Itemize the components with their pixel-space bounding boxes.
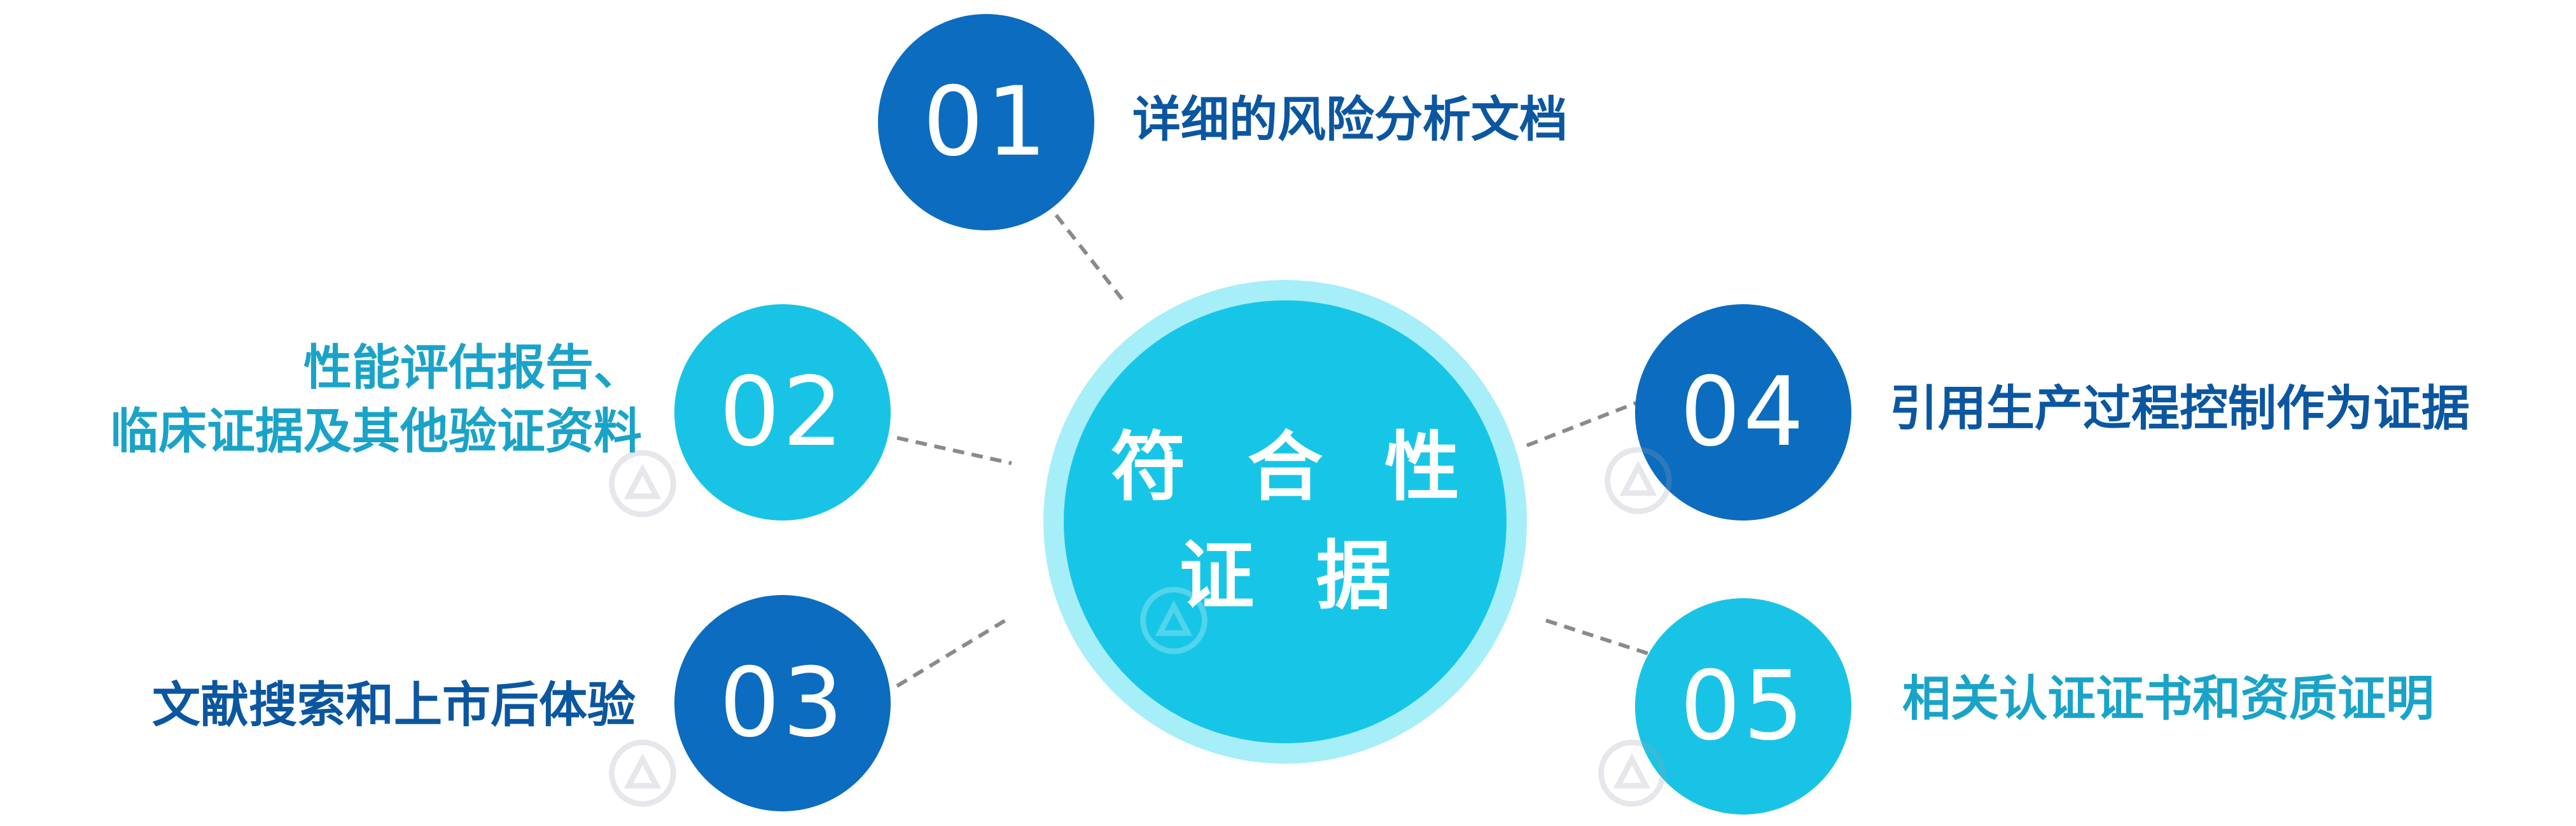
center-title-line2: 证 据 [1179,532,1409,620]
watermark-icon [609,450,676,517]
connector-05 [1545,619,1655,657]
node-05-label: 相关认证证书和资质证明 [1902,667,2434,731]
watermark-icon [1605,447,1672,514]
connector-04 [1526,399,1643,447]
node-02-number: 02 [719,357,846,468]
node-03-circle: 03 [674,595,891,811]
node-03-label: 文献搜索和上市后体验 [152,673,636,737]
node-03-label-line1: 文献搜索和上市后体验 [152,676,636,733]
connector-02 [896,436,1012,465]
node-05-number: 05 [1680,651,1807,762]
node-02-label-line2: 临床证据及其他验证资料 [110,403,642,460]
node-04-label: 引用生产过程控制作为证据 [1890,377,2470,440]
node-04-label-line1: 引用生产过程控制作为证据 [1890,380,2470,437]
node-04-circle: 04 [1635,304,1851,521]
node-05-circle: 05 [1635,598,1851,815]
center-title-line1: 符 合 性 [1110,423,1478,511]
watermark-icon [1598,739,1666,807]
node-01-circle: 01 [878,14,1094,230]
node-02-circle: 02 [674,304,891,521]
node-05-label-line1: 相关认证证书和资质证明 [1902,670,2434,727]
watermark-icon [1140,587,1208,654]
connector-01 [1054,214,1128,305]
node-03-number: 03 [719,648,846,759]
node-02-label: 性能评估报告、 临床证据及其他验证资料 [110,336,642,464]
node-01-label-line1: 详细的风险分析文档 [1132,91,1568,148]
center-circle: 符 合 性 证 据 [1064,300,1507,743]
node-02-label-line1: 性能评估报告、 [303,339,642,396]
node-01-number: 01 [922,67,1050,178]
node-01-label: 详细的风险分析文档 [1132,88,1568,151]
connector-03 [896,619,1006,688]
watermark-icon [609,739,676,807]
node-04-number: 04 [1680,357,1807,468]
